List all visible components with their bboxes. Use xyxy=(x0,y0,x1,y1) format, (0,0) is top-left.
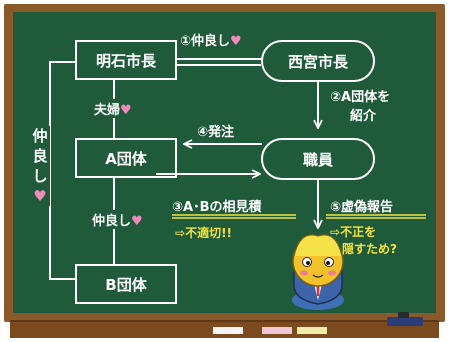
node-staff-label: 職員 xyxy=(302,150,333,169)
note-hide: ⇨不正を隠すため? xyxy=(330,224,397,258)
label-mayors-text: 仲良し xyxy=(191,34,231,49)
node-staff: 職員 xyxy=(261,138,375,180)
label-side-text: 仲良し xyxy=(30,126,50,186)
note-hide-line2: 隠すため? xyxy=(342,242,397,256)
heart-icon: ♥ xyxy=(131,214,143,229)
note-hide-line1: 不正を xyxy=(340,225,377,239)
note-inappropriate: ⇨不適切!! xyxy=(175,224,232,241)
note-inappropriate-text: 不適切!! xyxy=(185,226,233,240)
chalk-white xyxy=(213,327,243,334)
label-friends-ab: 仲良し♥ xyxy=(90,210,145,229)
label-friends-ab-text: 仲良し xyxy=(92,214,132,229)
character-mascot xyxy=(292,234,344,310)
label-false-report-text: ⑤虚偽報告 xyxy=(330,200,394,215)
node-a-group: A団体 xyxy=(75,138,177,178)
label-couple-text: 夫婦 xyxy=(94,103,121,118)
label-quote-text: ③A･Bの相見積 xyxy=(172,200,262,215)
node-nishinomiya-mayor-label: 西宮市長 xyxy=(287,52,348,71)
side-label-char: し xyxy=(32,167,48,185)
node-nishinomiya-mayor: 西宮市長 xyxy=(261,40,375,82)
label-side-friends: 仲良し♥ xyxy=(30,126,50,206)
label-mayors-number: ① xyxy=(180,34,192,49)
arrow-right-icon: ⇨ xyxy=(330,225,341,239)
heart-icon: ♥ xyxy=(120,103,132,118)
side-bracket xyxy=(49,61,75,280)
label-introduce-line1: ②A団体を xyxy=(330,90,391,105)
chalk-yellow xyxy=(297,327,327,334)
node-akashi-mayor: 明石市長 xyxy=(75,40,177,80)
side-label-char: 仲 xyxy=(32,127,48,145)
label-couple: 夫婦♥ xyxy=(92,99,134,118)
node-b-group-label: B団体 xyxy=(105,275,147,294)
chalk-pink xyxy=(262,327,292,334)
arrow-right-icon: ⇨ xyxy=(175,226,186,240)
eraser xyxy=(387,317,423,326)
label-order-text: ④発注 xyxy=(197,125,235,140)
heart-icon: ♥ xyxy=(230,34,242,49)
label-introduce-line2: 紹介 xyxy=(350,109,377,124)
node-b-group: B団体 xyxy=(75,264,177,304)
eraser-handle xyxy=(398,312,409,318)
heart-icon: ♥ xyxy=(33,187,47,205)
label-mayors-friends: ①仲良し♥ xyxy=(180,30,242,49)
side-label-char: 良 xyxy=(32,147,48,165)
label-introduce: ②A団体を紹介 xyxy=(330,88,390,126)
label-order: ④発注 xyxy=(197,121,234,140)
node-akashi-mayor-label: 明石市長 xyxy=(95,51,156,70)
label-false-report: ⑤虚偽報告 xyxy=(330,196,393,215)
node-a-group-label: A団体 xyxy=(105,149,147,168)
label-quote: ③A･Bの相見積 xyxy=(172,196,261,215)
